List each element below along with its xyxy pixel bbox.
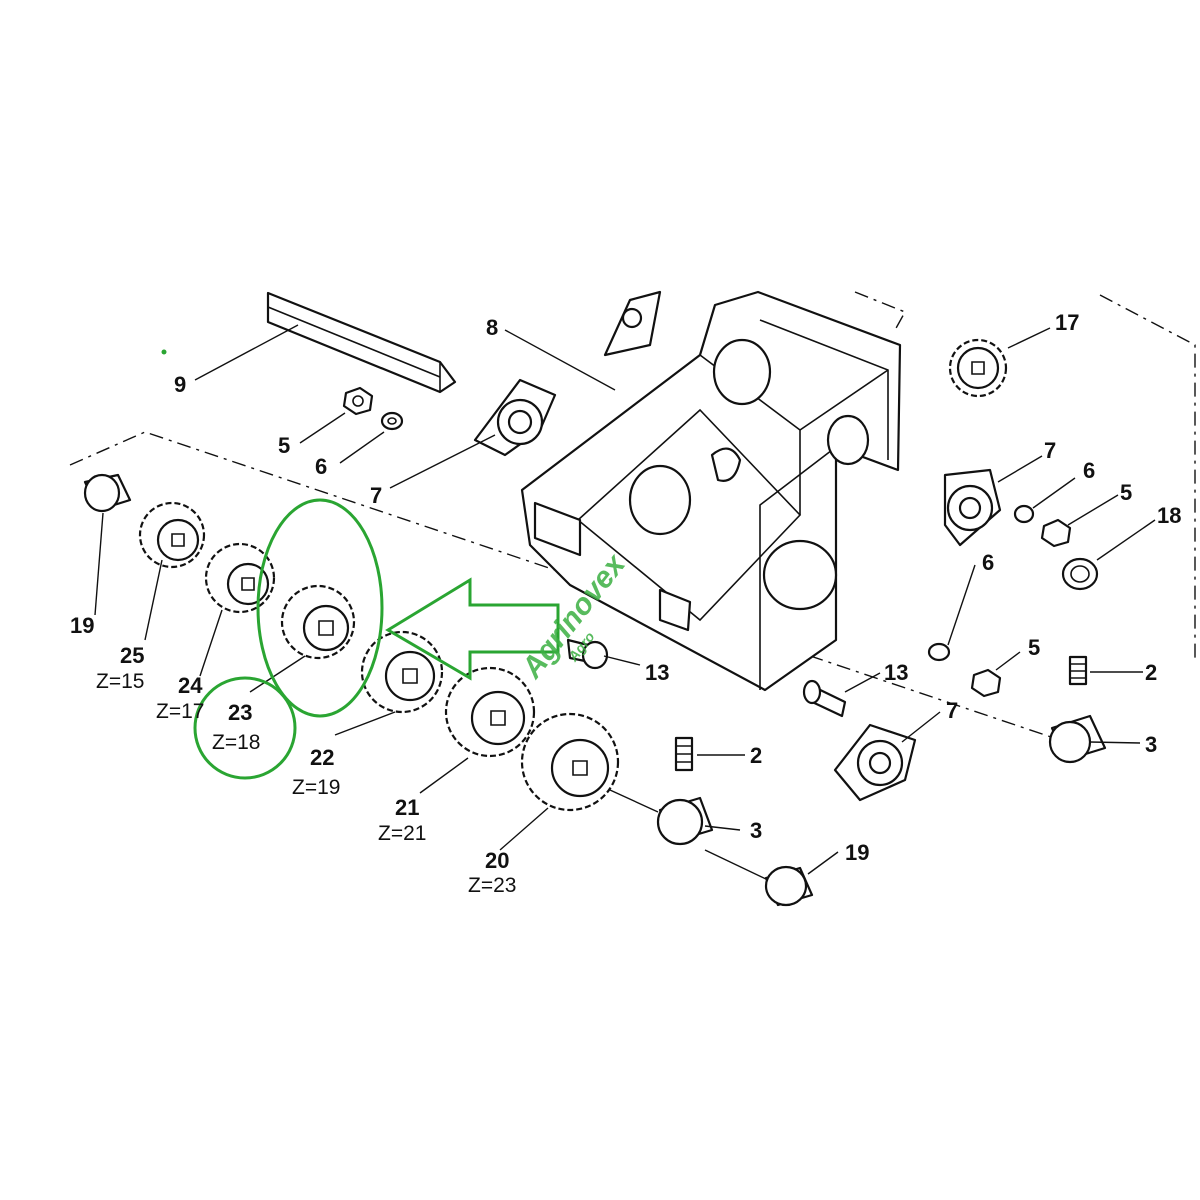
label-6-top: 6 xyxy=(315,454,327,479)
label-7-right: 7 xyxy=(1044,438,1056,463)
arrow-left-icon xyxy=(385,577,560,681)
label-21: 21 xyxy=(395,795,419,820)
label-5-top: 5 xyxy=(278,433,290,458)
label-6-right: 6 xyxy=(1083,458,1095,483)
part-labels: 9 8 5 6 7 17 7 6 5 18 6 5 19 25 Z=15 24 … xyxy=(70,310,1181,897)
label-3-right: 3 xyxy=(1145,732,1157,757)
small-hardware xyxy=(342,386,1099,698)
flange-bearing-1 xyxy=(473,378,557,457)
gear-23 xyxy=(280,584,356,660)
gear-25 xyxy=(138,501,206,569)
label-19-right: 19 xyxy=(845,840,869,865)
label-8: 8 xyxy=(486,315,498,340)
label-13-left: 13 xyxy=(645,660,669,685)
label-17: 17 xyxy=(1055,310,1079,335)
gear-24 xyxy=(204,542,276,614)
bolts-and-collars xyxy=(566,638,1107,907)
label-7-top: 7 xyxy=(370,483,382,508)
sleeve-19-left xyxy=(83,473,132,513)
label-20: 20 xyxy=(485,848,509,873)
label-6-mid: 6 xyxy=(982,550,994,575)
label-7-bottom: 7 xyxy=(946,698,958,723)
flange-bearing-2 xyxy=(943,468,1002,547)
label-19-left: 19 xyxy=(70,613,94,638)
teeth-20: Z=23 xyxy=(468,874,516,897)
teeth-21: Z=21 xyxy=(378,822,426,845)
sprocket-17 xyxy=(948,338,1008,398)
teeth-24: Z=17 xyxy=(156,700,204,723)
label-5-right: 5 xyxy=(1120,480,1132,505)
highlight-markup xyxy=(193,498,560,780)
label-9: 9 xyxy=(174,372,186,397)
highlight-circle xyxy=(193,676,297,780)
label-13-right: 13 xyxy=(884,660,908,685)
highlight-ellipse xyxy=(256,498,384,718)
label-3-left: 3 xyxy=(750,818,762,843)
flange-bearing-3 xyxy=(833,723,917,802)
teeth-22: Z=19 xyxy=(292,776,340,799)
label-25: 25 xyxy=(120,643,144,668)
label-2-left: 2 xyxy=(750,743,762,768)
hex-shaft xyxy=(266,291,457,394)
label-18: 18 xyxy=(1157,503,1181,528)
leader-lines xyxy=(94,324,1156,881)
label-24: 24 xyxy=(178,673,203,698)
gear-22 xyxy=(360,630,444,714)
gear-20 xyxy=(520,712,620,812)
label-2-right: 2 xyxy=(1145,660,1157,685)
green-dot xyxy=(161,349,167,355)
teeth-23: Z=18 xyxy=(212,731,260,754)
teeth-25: Z=15 xyxy=(96,670,144,693)
label-23: 23 xyxy=(228,700,252,725)
label-5-mid: 5 xyxy=(1028,635,1040,660)
gear-21 xyxy=(444,666,536,758)
label-22: 22 xyxy=(310,745,334,770)
gearbox-housing xyxy=(520,290,902,692)
